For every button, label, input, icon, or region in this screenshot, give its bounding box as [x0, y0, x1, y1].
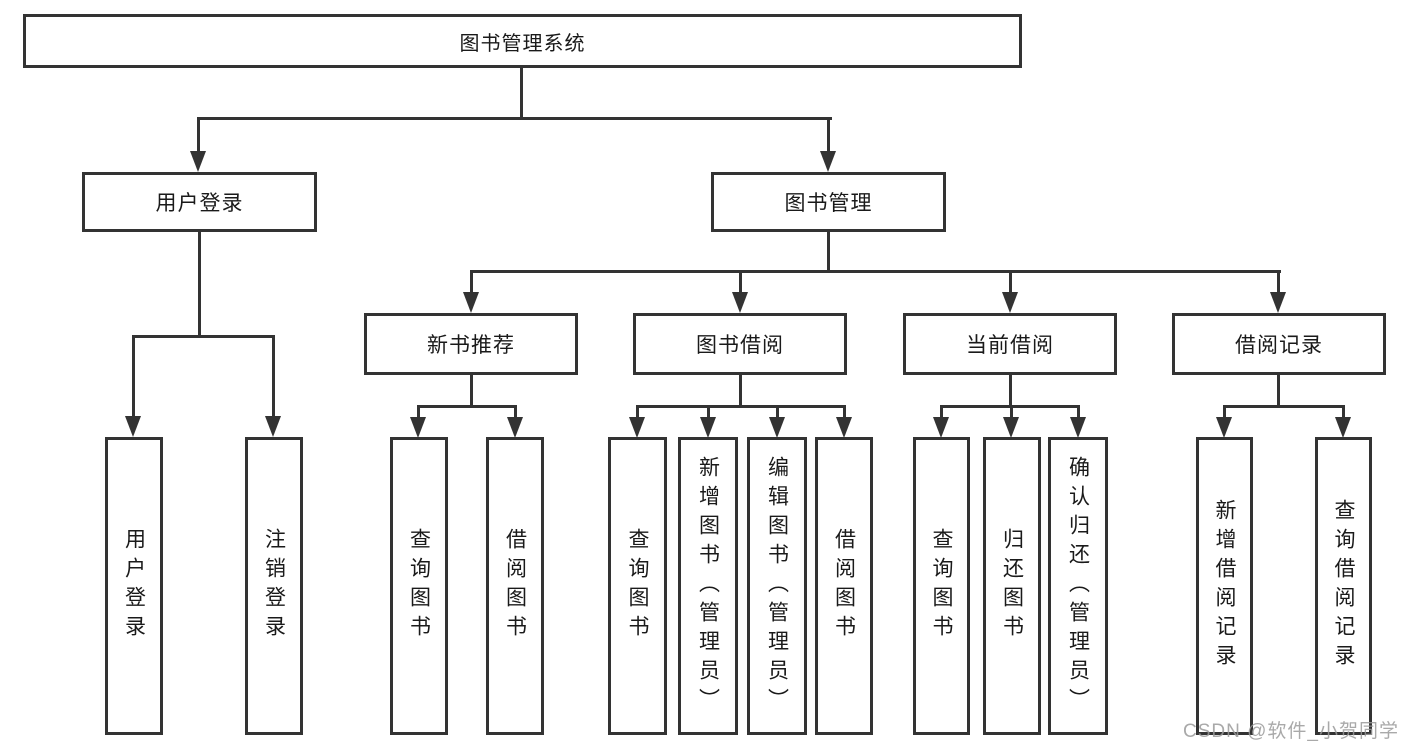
csdn-watermark: CSDN @软件_小贺同学 — [1183, 721, 1399, 742]
leaf-return-books: 归还图书 — [983, 437, 1041, 735]
leaf-add-books-admin: 新增图书（管理员） — [678, 437, 738, 735]
arrow-down-leaf-add-record — [1216, 417, 1232, 438]
connector-user-login-stem — [198, 232, 201, 337]
leaf-borrow-books-recommend-label: 借阅图书 — [503, 528, 527, 644]
arrow-down-borrow-records — [1270, 292, 1286, 313]
arrow-down-new-book-recommend — [463, 292, 479, 313]
arrow-down-leaf-confirm-return — [1070, 417, 1086, 438]
connector-to-leaf-query-borrow — [636, 407, 639, 419]
connector-records-bar — [1223, 405, 1345, 408]
connector-to-leaf-add-record — [1223, 407, 1226, 419]
node-root-system: 图书管理系统 — [23, 14, 1022, 68]
arrow-down-leaf-user-login — [125, 416, 141, 437]
arrow-down-user-login — [190, 151, 206, 172]
connector-to-leaf-query-current — [940, 407, 943, 419]
arrow-down-leaf-add-books — [700, 417, 716, 438]
leaf-query-books-recommend-label: 查询图书 — [407, 528, 431, 644]
connector-user-login-bar — [132, 335, 275, 338]
connector-to-leaf-borrow-books — [843, 407, 846, 419]
leaf-query-borrow-record-label: 查询借阅记录 — [1332, 499, 1355, 673]
leaf-add-borrow-record: 新增借阅记录 — [1196, 437, 1253, 735]
connector-to-leaf-return-books — [1010, 407, 1013, 419]
arrow-down-leaf-query-borrow — [629, 417, 645, 438]
connector-root-stem — [520, 68, 523, 119]
connector-to-leaf-query-recommend — [417, 407, 420, 419]
leaf-query-books-current: 查询图书 — [913, 437, 970, 735]
leaf-confirm-return-admin-label: 确认归还（管理员） — [1066, 455, 1090, 717]
connector-to-user-login — [197, 118, 200, 153]
leaf-logout: 注销登录 — [245, 437, 303, 735]
connector-recommend-stem — [470, 375, 473, 407]
connector-to-borrow-records — [1277, 273, 1280, 294]
arrow-down-leaf-query-current — [933, 417, 949, 438]
connector-recommend-bar — [417, 405, 517, 408]
connector-borrow-stem — [739, 375, 742, 407]
connector-to-book-management — [827, 118, 830, 153]
connector-to-leaf-confirm-return — [1077, 407, 1080, 419]
leaf-query-books-current-label: 查询图书 — [930, 528, 953, 644]
leaf-edit-books-admin: 编辑图书（管理员） — [747, 437, 807, 735]
leaf-return-books-label: 归还图书 — [1000, 528, 1024, 644]
leaf-user-login: 用户登录 — [105, 437, 163, 735]
connector-book-mgmt-bar — [470, 270, 1281, 273]
connector-root-bar — [197, 117, 832, 120]
leaf-query-books-borrow-label: 查询图书 — [626, 528, 649, 644]
node-borrow-records: 借阅记录 — [1172, 313, 1386, 375]
leaf-add-books-admin-label: 新增图书（管理员） — [696, 455, 720, 717]
node-current-borrow: 当前借阅 — [903, 313, 1117, 375]
leaf-query-books-recommend: 查询图书 — [390, 437, 448, 735]
connector-current-stem — [1009, 375, 1012, 407]
connector-to-leaf-query-record — [1342, 407, 1345, 419]
arrow-down-leaf-return-books — [1003, 417, 1019, 438]
connector-to-leaf-edit-books — [776, 407, 779, 419]
arrow-down-leaf-query-record — [1335, 417, 1351, 438]
connector-borrow-bar — [636, 405, 846, 408]
leaf-borrow-books-label: 借阅图书 — [832, 528, 856, 644]
node-book-management: 图书管理 — [711, 172, 946, 232]
arrow-down-current-borrow — [1002, 292, 1018, 313]
arrow-down-leaf-borrow-books — [836, 417, 852, 438]
node-new-book-recommend: 新书推荐 — [364, 313, 578, 375]
connector-to-new-book-recommend — [470, 273, 473, 294]
leaf-borrow-books-recommend: 借阅图书 — [486, 437, 544, 735]
connector-to-leaf-logout — [272, 336, 275, 419]
connector-current-bar — [940, 405, 1080, 408]
connector-to-leaf-borrow-recommend — [514, 407, 517, 419]
arrow-down-book-borrow — [732, 292, 748, 313]
leaf-logout-label: 注销登录 — [262, 528, 286, 644]
connector-book-mgmt-stem — [827, 232, 830, 272]
arrow-down-leaf-query-recommend — [410, 417, 426, 438]
connector-to-leaf-add-books — [707, 407, 710, 419]
leaf-confirm-return-admin: 确认归还（管理员） — [1048, 437, 1108, 735]
connector-to-current-borrow — [1009, 273, 1012, 294]
arrow-down-leaf-logout — [265, 416, 281, 437]
leaf-user-login-label: 用户登录 — [122, 528, 146, 644]
node-user-login: 用户登录 — [82, 172, 317, 232]
leaf-query-borrow-record: 查询借阅记录 — [1315, 437, 1372, 735]
connector-to-book-borrow — [739, 273, 742, 294]
arrow-down-leaf-edit-books — [769, 417, 785, 438]
arrow-down-leaf-borrow-recommend — [507, 417, 523, 438]
connector-records-stem — [1277, 375, 1280, 407]
node-book-borrow: 图书借阅 — [633, 313, 847, 375]
arrow-down-book-management — [820, 151, 836, 172]
connector-to-leaf-user-login — [132, 336, 135, 419]
leaf-borrow-books: 借阅图书 — [815, 437, 873, 735]
leaf-edit-books-admin-label: 编辑图书（管理员） — [765, 455, 789, 717]
leaf-query-books-borrow: 查询图书 — [608, 437, 667, 735]
leaf-add-borrow-record-label: 新增借阅记录 — [1213, 499, 1236, 673]
